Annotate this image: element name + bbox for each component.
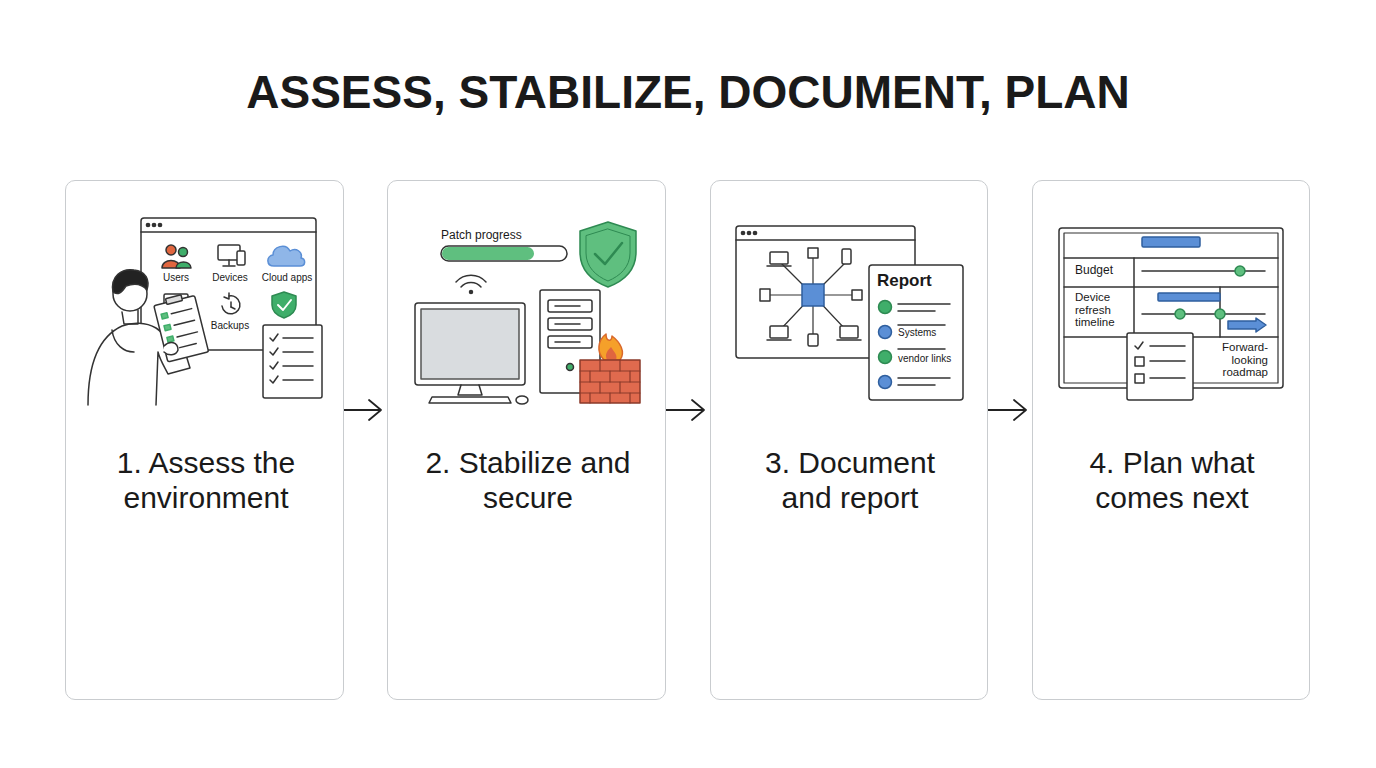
illustration-label: Device refresh timeline [1075,291,1133,329]
illustration-label: vendor links [898,353,960,364]
step-panel: 2. Stabilize and secure [387,180,666,700]
step-panel: 1. Assess the environment [65,180,344,700]
illustration-label: Forward-looking roadmap [1206,341,1268,379]
illustration-label: Systems [898,327,960,338]
illustration-label: Budget [1075,264,1133,277]
step-panel: 3. Document and report [710,180,988,700]
illustration-label: Patch progress [441,229,576,242]
illustration-label: Backups [205,320,255,331]
illustration-label: Devices [205,272,255,283]
step-panel: 4. Plan what comes next [1032,180,1310,700]
illustration-label: Report [877,272,957,291]
illustration-label: Users [151,272,201,283]
flow-arrow [666,400,704,420]
step-label: 4. Plan what comes next [1067,445,1277,515]
flow-arrow [344,400,381,420]
diagram-title: ASSESS, STABILIZE, DOCUMENT, PLAN [0,64,1376,120]
step-label: 2. Stabilize and secure [423,445,633,515]
step-label: 3. Document and report [745,445,955,515]
step-label: 1. Assess the environment [101,445,311,515]
illustration-label: Cloud apps [257,272,317,283]
flow-arrow [988,400,1026,420]
